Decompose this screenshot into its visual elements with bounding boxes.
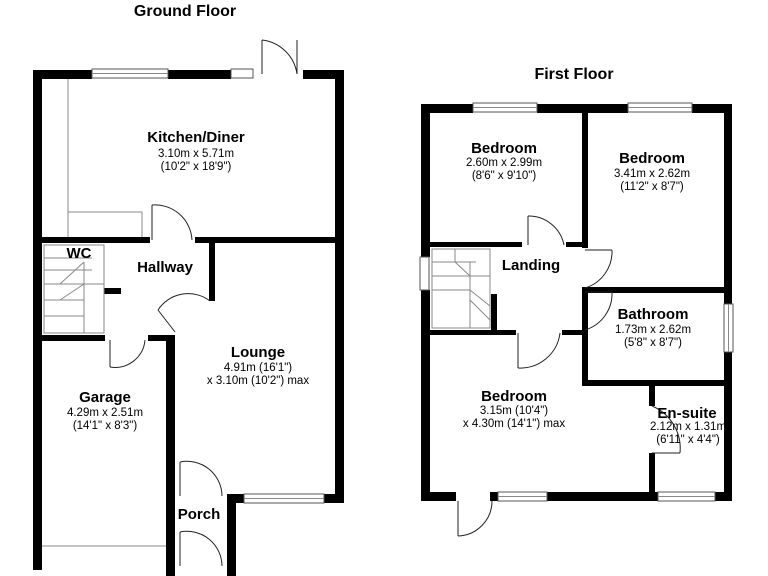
- wall: [537, 104, 628, 113]
- room-name: Bedroom: [481, 388, 547, 405]
- staircase: [43, 244, 105, 334]
- wall: [490, 492, 498, 501]
- door-swing: [651, 405, 681, 454]
- door-swing: [527, 215, 565, 246]
- room-name: En-suite: [657, 405, 716, 422]
- room-dimension: 1.73m x 2.62m: [615, 324, 691, 336]
- room-dimension: (6'11" x 4'4"): [656, 434, 720, 446]
- wall: [232, 494, 244, 503]
- room-dimension: 2.12m x 1.31m: [650, 421, 726, 433]
- wall: [421, 492, 456, 501]
- room-name: Landing: [502, 257, 560, 274]
- room-name: WC: [67, 245, 92, 262]
- door-swing: [457, 500, 493, 537]
- door-swing: [151, 204, 193, 241]
- wall: [649, 386, 655, 406]
- wall: [195, 237, 335, 243]
- wall: [649, 453, 655, 498]
- room-name: Bedroom: [619, 150, 685, 167]
- room-dimension: 3.10m x 5.71m: [158, 148, 234, 160]
- wall: [562, 330, 588, 335]
- stair-outline: [431, 248, 491, 329]
- wall: [33, 70, 92, 79]
- wall: [430, 242, 522, 247]
- room-dimension: 4.91m (16'1"): [224, 362, 292, 374]
- room-dimension: (11'2" x 8'7"): [620, 181, 684, 193]
- wall: [42, 237, 150, 243]
- wall: [227, 494, 236, 576]
- room-name: Bathroom: [618, 306, 689, 323]
- window: [419, 256, 430, 291]
- room-name: Bedroom: [471, 140, 537, 157]
- room-dimension: 3.41m x 2.62m: [614, 168, 690, 180]
- room-dimension: x 3.10m (10'2") max: [207, 375, 309, 387]
- wall: [430, 330, 516, 335]
- wall: [335, 70, 344, 503]
- wall: [582, 113, 588, 248]
- wall: [582, 287, 728, 293]
- door-swing: [261, 39, 298, 75]
- room-dimension: 3.15m (10'4"): [480, 405, 548, 417]
- wall: [724, 104, 732, 304]
- staircase: [431, 248, 491, 329]
- wall: [148, 335, 175, 341]
- wall: [42, 335, 105, 341]
- wall: [168, 70, 231, 79]
- wall: [303, 70, 344, 79]
- room-dimension: (8'6" x 9'10"): [472, 170, 537, 182]
- wall: [324, 494, 344, 503]
- wall: [724, 352, 732, 501]
- room-name: Kitchen/Diner: [147, 129, 245, 146]
- room-dimension: (14'1" x 8'3"): [73, 420, 138, 432]
- ground-floor: Ground Floor: [33, 3, 344, 576]
- door-swing: [179, 460, 223, 497]
- room-dimension: x 4.30m (14'1") max: [463, 418, 565, 430]
- worktop: [67, 79, 143, 237]
- room-dimension: 4.29m x 2.51m: [67, 407, 143, 419]
- wall: [491, 294, 497, 330]
- door: [157, 309, 176, 333]
- first-floor-title: First Floor: [534, 66, 613, 83]
- door-swing: [584, 249, 613, 289]
- wall: [715, 492, 732, 501]
- door-swing: [109, 339, 146, 368]
- door-swing: [179, 530, 223, 567]
- door-swing: [517, 332, 561, 369]
- room-name: Porch: [178, 506, 221, 523]
- ground-floor-title: Ground Floor: [134, 3, 236, 20]
- stair-outline: [43, 244, 105, 334]
- door-swing: [157, 293, 211, 311]
- room-name: Lounge: [231, 344, 285, 361]
- wall: [547, 492, 658, 501]
- wall: [566, 242, 588, 247]
- wall: [692, 104, 732, 113]
- window: [230, 68, 254, 79]
- wall: [582, 290, 588, 383]
- room-name: Garage: [79, 389, 131, 406]
- wall: [104, 288, 121, 294]
- door-swing: [584, 291, 613, 331]
- room-name: Hallway: [137, 259, 194, 276]
- room-dimension: (10'2" x 18'9"): [161, 161, 232, 173]
- wall: [582, 380, 728, 386]
- room-dimension: (5'8" x 8'7"): [624, 337, 682, 349]
- wall: [166, 335, 175, 576]
- wall: [421, 290, 430, 501]
- wall: [421, 104, 430, 257]
- wall: [33, 70, 42, 570]
- room-dimension: 2.60m x 2.99m: [466, 157, 542, 169]
- wall: [209, 243, 215, 301]
- first-floor: First Floor: [419, 66, 734, 537]
- wall: [421, 104, 473, 113]
